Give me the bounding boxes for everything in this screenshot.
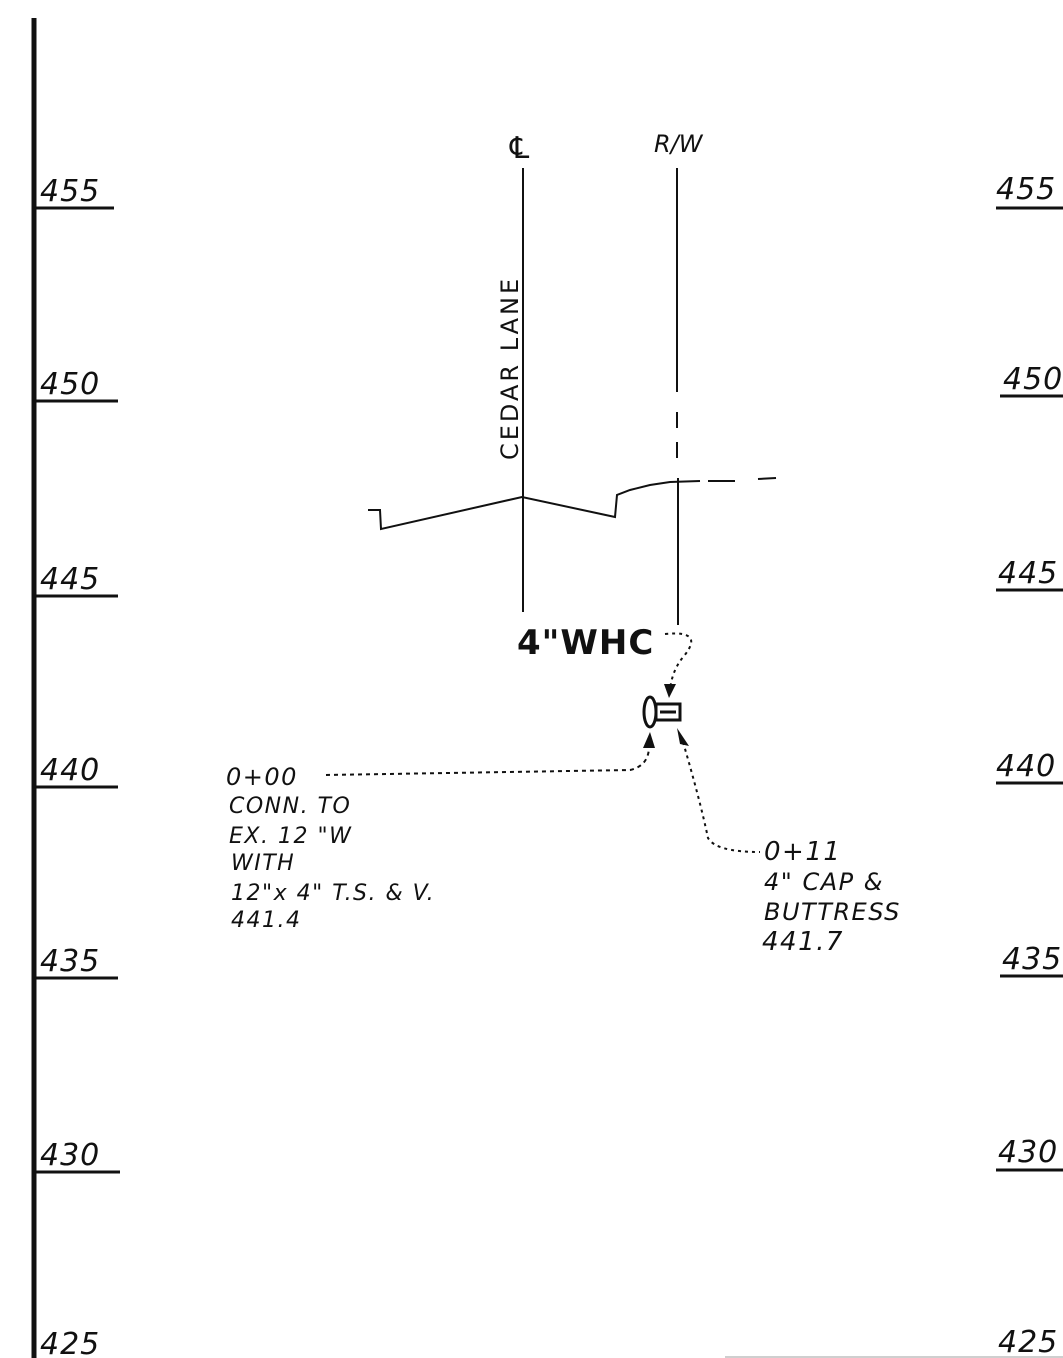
start-connection-note: 0+00 CONN. TO EX. 12 "W WITH 12"x 4" T.S… <box>226 763 435 933</box>
elevation-label-455-left: 455 <box>40 174 100 209</box>
elevation-label-430-right: 430 <box>998 1135 1058 1170</box>
end-note-leader <box>682 741 761 853</box>
elevation-label-435-left: 435 <box>40 944 100 979</box>
start-elevation: 441.4 <box>231 908 301 933</box>
ground-profile-dash-2 <box>757 477 777 480</box>
right-of-way-label: R/W <box>654 130 704 158</box>
elevation-label-450-left: 450 <box>40 367 100 402</box>
elevation-label-425-right: 425 <box>998 1325 1058 1358</box>
pipe-label-leader <box>664 632 693 691</box>
end-note-line-2: 4" CAP & <box>764 868 884 896</box>
end-station: 0+11 <box>764 837 841 867</box>
leader-arrowhead <box>664 684 676 698</box>
elevation-label-450-right: 450 <box>1003 362 1063 397</box>
right-elevation-scale: 455 450 445 440 435 430 425 <box>996 172 1063 1358</box>
ground-profile <box>368 477 777 531</box>
start-note-line-2: CONN. TO <box>229 794 351 819</box>
end-note-line-3: BUTTRESS <box>764 898 901 926</box>
end-cap-note: 0+11 4" CAP & BUTTRESS 441.7 <box>762 837 901 957</box>
cap-fitting-symbol <box>642 695 682 729</box>
start-note-line-5: 12"x 4" T.S. & V. <box>231 881 435 906</box>
start-station: 0+00 <box>226 763 298 791</box>
end-elevation: 441.7 <box>762 927 844 957</box>
elevation-label-445-left: 445 <box>40 562 100 597</box>
elevation-label-445-right: 445 <box>998 556 1058 591</box>
pipe-size-label: 4"WHC <box>517 623 654 663</box>
centerline-symbol: ℄ <box>509 131 529 166</box>
road-surface-left <box>368 480 701 531</box>
elevation-label-435-right: 435 <box>1002 942 1062 977</box>
start-note-leader <box>325 747 650 776</box>
end-arrowhead <box>677 728 689 746</box>
elevation-label-455-right: 455 <box>996 172 1056 207</box>
start-arrowhead <box>643 732 655 748</box>
left-elevation-scale: 455 450 445 440 435 430 425 <box>34 174 120 1358</box>
elevation-label-430-left: 430 <box>40 1138 100 1173</box>
street-name-label: CEDAR LANE <box>496 276 524 460</box>
start-note-line-3: EX. 12 "W <box>229 824 352 849</box>
elevation-label-440-left: 440 <box>40 753 100 788</box>
elevation-label-425-left: 425 <box>40 1327 100 1358</box>
start-note-line-4: WITH <box>231 851 295 876</box>
elevation-label-440-right: 440 <box>996 749 1056 784</box>
